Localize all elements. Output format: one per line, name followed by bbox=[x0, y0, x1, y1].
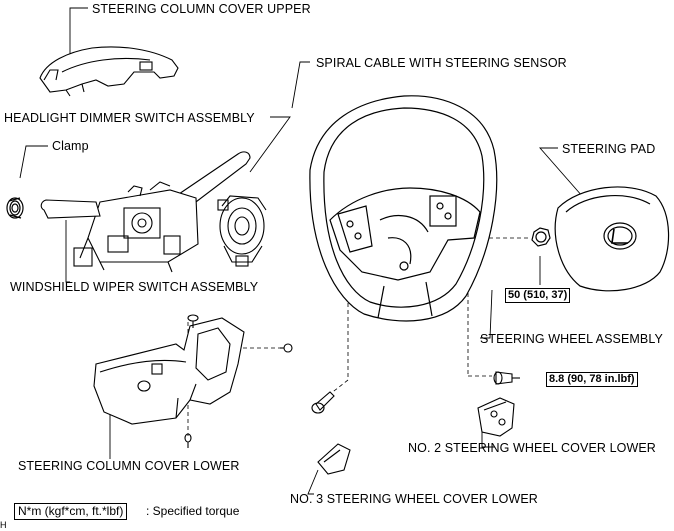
screw-upper-left bbox=[187, 314, 199, 328]
legend-description: : Specified torque bbox=[146, 504, 240, 518]
no3-cover-lower-part bbox=[317, 443, 351, 475]
screw-bottom bbox=[184, 433, 192, 448]
label-steering-column-cover-upper: STEERING COLUMN COVER UPPER bbox=[92, 2, 311, 16]
combination-switch-part bbox=[40, 151, 251, 273]
no2-cover-lower-part bbox=[477, 397, 515, 437]
screw-right bbox=[280, 343, 293, 353]
screws bbox=[184, 314, 520, 448]
label-no2-steering-wheel-cover-lower: NO. 2 STEERING WHEEL COVER LOWER bbox=[408, 441, 656, 455]
steering-wheel-part bbox=[309, 95, 498, 322]
screw-wheel-right bbox=[493, 371, 520, 385]
label-steering-column-cover-lower: STEERING COLUMN COVER LOWER bbox=[18, 459, 240, 473]
label-clamp: Clamp bbox=[52, 139, 89, 153]
label-headlight-dimmer-switch: HEADLIGHT DIMMER SWITCH ASSEMBLY bbox=[4, 111, 255, 125]
clamp-part bbox=[6, 197, 24, 219]
label-spiral-cable: SPIRAL CABLE WITH STEERING SENSOR bbox=[316, 56, 567, 70]
label-no3-steering-wheel-cover-lower: NO. 3 STEERING WHEEL COVER LOWER bbox=[290, 492, 538, 506]
leader-lines bbox=[19, 7, 591, 495]
steering-column-cover-upper-part bbox=[39, 46, 179, 97]
screw-wheel-left bbox=[311, 391, 335, 414]
steering-pad-part bbox=[554, 186, 670, 292]
label-windshield-wiper-switch: WINDSHIELD WIPER SWITCH ASSEMBLY bbox=[10, 280, 259, 294]
label-steering-wheel-assembly: STEERING WHEEL ASSEMBLY bbox=[480, 332, 663, 346]
figure-code: H bbox=[0, 520, 7, 530]
steering-wheel-nut bbox=[531, 227, 551, 247]
legend-unit-box: N*m (kgf*cm, ft.*lbf) bbox=[14, 503, 128, 520]
torque-nut-spec: 50 (510, 37) bbox=[505, 288, 571, 303]
torque-screw-spec: 8.8 (90, 78 in.lbf) bbox=[546, 372, 638, 387]
steering-column-cover-lower-part bbox=[93, 317, 245, 425]
label-steering-pad: STEERING PAD bbox=[562, 142, 656, 156]
spiral-cable-part bbox=[217, 195, 267, 267]
